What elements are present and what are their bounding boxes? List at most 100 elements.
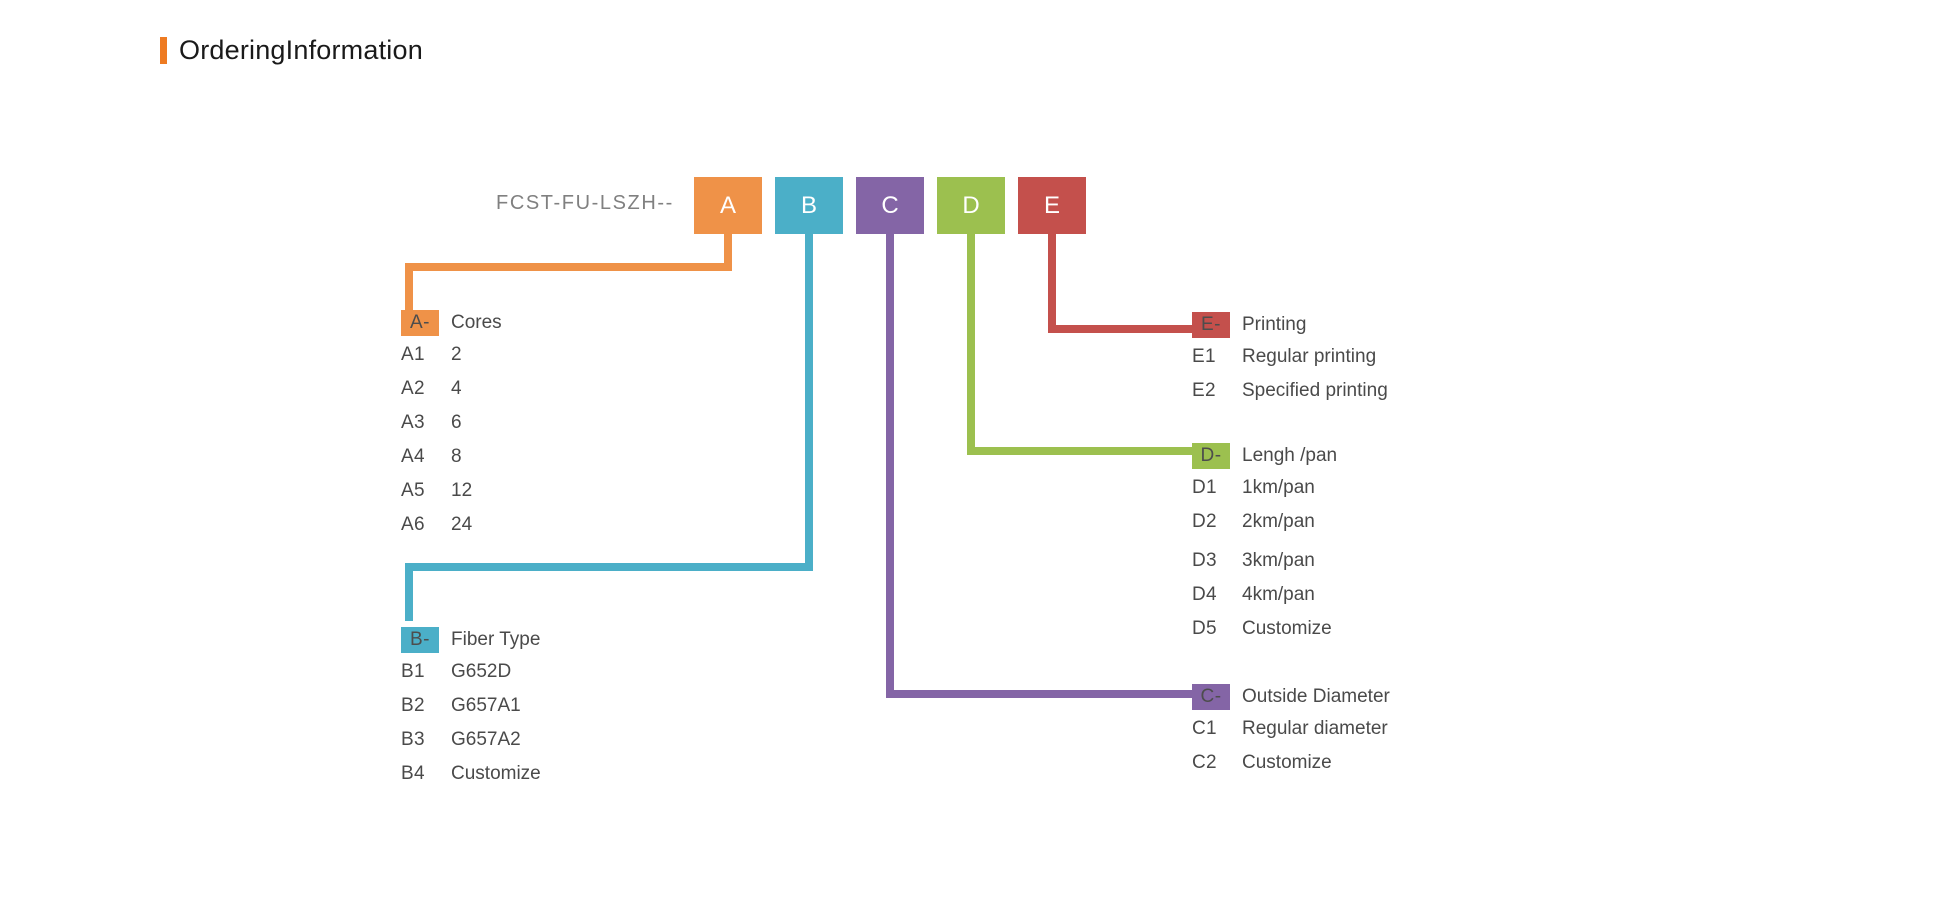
- row-code: A1: [401, 344, 425, 365]
- row-code: A6: [401, 514, 425, 535]
- connector-e-stem: [1048, 234, 1056, 333]
- row-value: 3km/pan: [1242, 550, 1315, 571]
- group-b-title: Fiber Type: [451, 629, 541, 650]
- row-code: D2: [1192, 511, 1217, 532]
- row-value: Regular printing: [1242, 346, 1377, 367]
- page-title-text: OrderingInformation: [179, 35, 423, 65]
- row-code: D4: [1192, 584, 1217, 605]
- code-box-a[interactable]: A: [694, 177, 762, 234]
- row-code: A3: [401, 412, 425, 433]
- row-code: C2: [1192, 752, 1217, 773]
- row-value: Customize: [1242, 618, 1332, 639]
- group-b-fiber-type: B- Fiber Type B1 G652D B2 G657A1 B3 G657A2 …: [401, 627, 541, 797]
- code-box-d[interactable]: D: [937, 177, 1005, 234]
- group-c-title: Outside Diameter: [1242, 686, 1390, 707]
- row-value: 6: [451, 412, 462, 433]
- list-item: B4 Customize: [401, 763, 541, 797]
- row-code: A4: [401, 446, 425, 467]
- row-value: 4: [451, 378, 462, 399]
- code-box-e[interactable]: E: [1018, 177, 1086, 234]
- connector-b-horizontal: [405, 563, 813, 571]
- row-value: G657A1: [451, 695, 521, 716]
- row-value: 12: [451, 480, 473, 501]
- row-code: B2: [401, 695, 425, 716]
- row-value: 2: [451, 344, 462, 365]
- row-code: B1: [401, 661, 425, 682]
- row-value: 1km/pan: [1242, 477, 1315, 498]
- list-item: D1 1km/pan: [1192, 477, 1337, 511]
- list-item: E2 Specified printing: [1192, 380, 1388, 414]
- list-item: A5 12: [401, 480, 502, 514]
- product-code-prefix: FCST-FU-LSZH--: [496, 192, 674, 214]
- row-code: D3: [1192, 550, 1217, 571]
- connector-d-stem: [967, 234, 975, 455]
- row-code: C1: [1192, 718, 1217, 739]
- group-d-length-per-pan: D- Lengh /pan D1 1km/pan D2 2km/pan D3 3km/…: [1192, 443, 1337, 652]
- list-item: D3 3km/pan: [1192, 550, 1337, 584]
- group-a-header: A- Cores: [401, 310, 502, 336]
- row-value: 24: [451, 514, 473, 535]
- row-code: A5: [401, 480, 425, 501]
- group-d-tag: D-: [1192, 443, 1230, 469]
- row-value: G657A2: [451, 729, 521, 750]
- row-value: G652D: [451, 661, 512, 682]
- group-c-header: C- Outside Diameter: [1192, 684, 1390, 710]
- row-value: Regular diameter: [1242, 718, 1388, 739]
- row-value: 2km/pan: [1242, 511, 1315, 532]
- group-b-tag: B-: [401, 627, 439, 653]
- page-title: OrderingInformation: [160, 37, 423, 64]
- connector-c-stem: [886, 234, 894, 698]
- row-value: 8: [451, 446, 462, 467]
- row-value: 4km/pan: [1242, 584, 1315, 605]
- row-code: E2: [1192, 380, 1216, 401]
- code-box-b[interactable]: B: [775, 177, 843, 234]
- list-item: D4 4km/pan: [1192, 584, 1337, 618]
- connector-b-drop: [405, 563, 413, 621]
- group-e-title: Printing: [1242, 314, 1307, 335]
- row-code: A2: [401, 378, 425, 399]
- row-code: D1: [1192, 477, 1217, 498]
- group-c-tag: C-: [1192, 684, 1230, 710]
- group-a-title: Cores: [451, 312, 502, 333]
- connector-d-horizontal: [967, 447, 1196, 455]
- row-value: Customize: [451, 763, 541, 784]
- row-code: B4: [401, 763, 425, 784]
- connector-a-stem: [724, 234, 732, 271]
- group-e-header: E- Printing: [1192, 312, 1388, 338]
- group-d-title: Lengh /pan: [1242, 445, 1338, 466]
- group-e-tag: E-: [1192, 312, 1230, 338]
- group-d-header: D- Lengh /pan: [1192, 443, 1337, 469]
- list-item: B1 G652D: [401, 661, 541, 695]
- list-item: D5 Customize: [1192, 618, 1337, 652]
- group-b-rows: B1 G652D B2 G657A1 B3 G657A2 B4 Customize: [401, 661, 541, 797]
- group-c-rows: C1 Regular diameter C2 Customize: [1192, 718, 1390, 786]
- connector-c-horizontal: [886, 690, 1196, 698]
- row-code: D5: [1192, 618, 1217, 639]
- list-item: D2 2km/pan: [1192, 511, 1337, 545]
- row-value: Customize: [1242, 752, 1332, 773]
- list-item: A2 4: [401, 378, 502, 412]
- list-item: B3 G657A2: [401, 729, 541, 763]
- connector-a-horizontal: [405, 263, 732, 271]
- group-b-header: B- Fiber Type: [401, 627, 541, 653]
- list-item: C1 Regular diameter: [1192, 718, 1390, 752]
- title-accent-bar: [160, 37, 167, 64]
- connector-b-stem: [805, 234, 813, 571]
- code-box-c[interactable]: C: [856, 177, 924, 234]
- group-c-outside-diameter: C- Outside Diameter C1 Regular diameter C…: [1192, 684, 1390, 786]
- row-value: Specified printing: [1242, 380, 1388, 401]
- list-item: A6 24: [401, 514, 502, 548]
- connector-e-horizontal: [1048, 325, 1196, 333]
- group-a-tag: A-: [401, 310, 439, 336]
- list-item: A4 8: [401, 446, 502, 480]
- connector-a-drop: [405, 263, 413, 318]
- list-item: B2 G657A1: [401, 695, 541, 729]
- list-item: C2 Customize: [1192, 752, 1390, 786]
- list-item: A3 6: [401, 412, 502, 446]
- row-code: B3: [401, 729, 425, 750]
- group-a-rows: A1 2 A2 4 A3 6 A4 8 A5 12 A6 24: [401, 344, 502, 548]
- list-item: A1 2: [401, 344, 502, 378]
